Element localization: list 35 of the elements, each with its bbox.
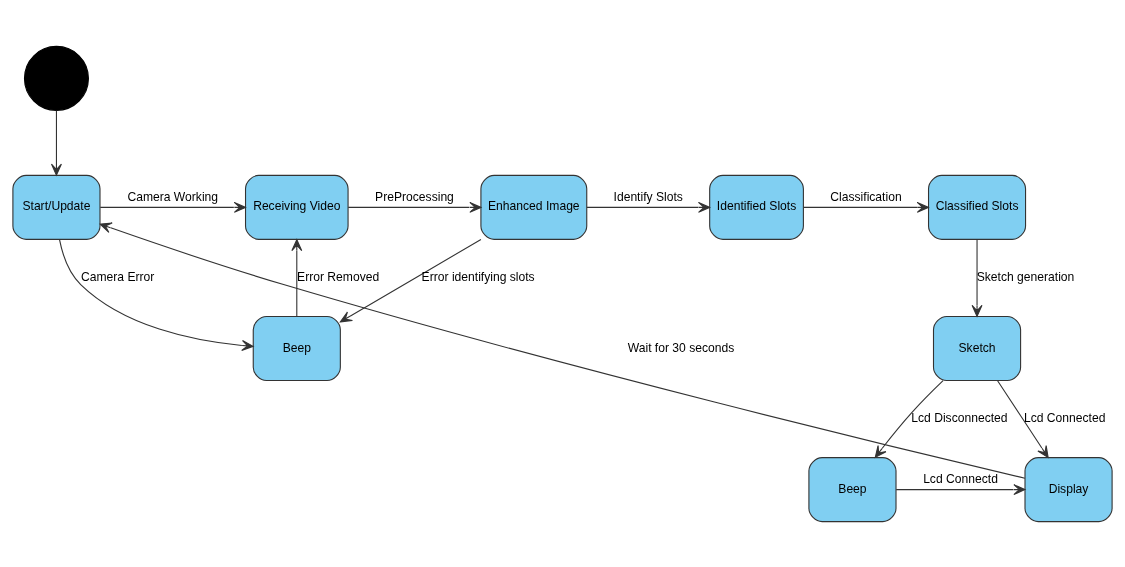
edge-label: Camera Working xyxy=(127,189,219,204)
edge-label: Lcd Connectd xyxy=(923,471,998,486)
arrow xyxy=(347,201,482,213)
node-box: Beep xyxy=(252,315,341,381)
edge-label: Lcd Connected xyxy=(1023,410,1106,425)
edge-label: Wait for 30 seconds xyxy=(627,340,735,355)
node-box: Enhanced Image xyxy=(480,174,588,240)
edge-label: Error Removed xyxy=(297,269,380,284)
arrow xyxy=(99,222,1026,479)
edge-label: Camera Error xyxy=(80,269,155,284)
edge-label: Classification xyxy=(830,189,902,204)
arrow xyxy=(586,201,711,213)
edge-label: Lcd Disconnected xyxy=(911,410,1008,425)
arrow xyxy=(339,238,482,322)
arrow xyxy=(50,109,62,176)
arrow xyxy=(291,238,303,317)
node-box: Start/Update xyxy=(12,174,101,240)
arrow xyxy=(874,379,944,458)
edge-label: Sketch generation xyxy=(976,269,1075,284)
node-box: Receiving Video xyxy=(245,174,349,240)
node-box: Identified Slots xyxy=(709,174,804,240)
node-circle xyxy=(23,45,89,111)
node-box: Sketch xyxy=(932,315,1022,381)
arrow xyxy=(997,379,1049,458)
arrow xyxy=(971,238,983,317)
edge-label: Identify Slots xyxy=(613,189,683,204)
arrow xyxy=(58,238,254,351)
arrow xyxy=(803,201,929,213)
node-box: Display xyxy=(1024,456,1113,522)
node-box: Beep xyxy=(808,456,897,522)
edge-label: PreProcessing xyxy=(375,189,454,204)
edge-label: Error identifying slots xyxy=(421,269,535,284)
arrow xyxy=(895,483,1026,495)
node-box: Classified Slots xyxy=(928,174,1027,240)
arrow xyxy=(99,201,246,213)
